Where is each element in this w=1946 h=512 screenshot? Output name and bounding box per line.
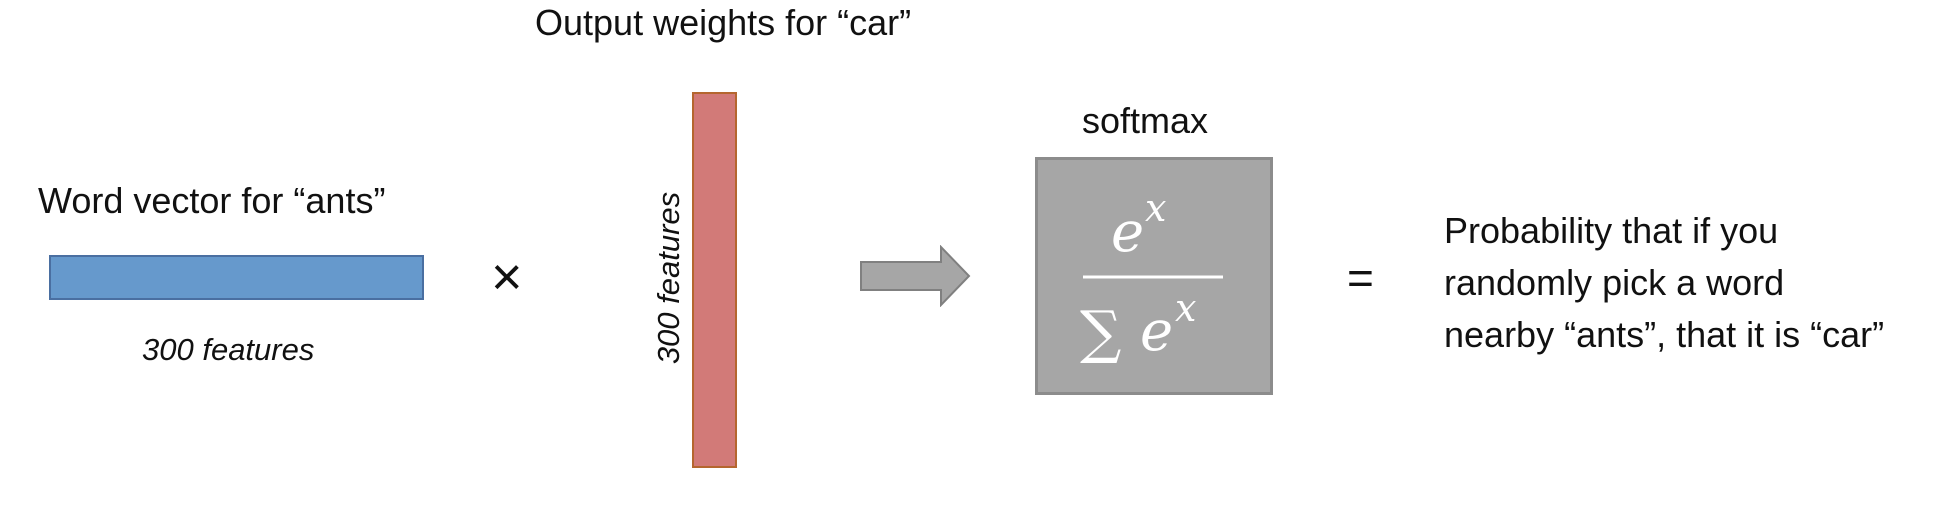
output-weights-bar [692,92,737,468]
equals-icon: = [1347,252,1374,304]
probability-line-2: randomly pick a word [1444,262,1785,303]
probability-line-1: Probability that if you [1444,210,1779,251]
sum-symbol: ∑ [1080,298,1121,366]
horizontal-features-label: 300 features [142,332,315,367]
softmax-formula: e x ∑ e x [1080,186,1223,366]
word-vector-title: Word vector for “ants” [38,180,386,221]
probability-line-3: nearby “ants”, that it is “car” [1444,314,1885,355]
multiply-icon: × [491,247,523,307]
numerator-exponent: x [1145,186,1166,230]
right-arrow-shape [860,245,971,307]
softmax-title: softmax [1082,100,1209,141]
probability-description: Probability that if you randomly pick a … [1444,205,1884,361]
vertical-features-label: 300 features [651,191,686,365]
numerator-base: e [1111,200,1144,265]
denominator-base: e [1140,299,1173,364]
right-arrow-icon [860,245,971,307]
output-weights-title: Output weights for “car” [535,2,912,43]
denominator-exponent: x [1175,286,1196,330]
word-vector-bar [49,255,424,300]
